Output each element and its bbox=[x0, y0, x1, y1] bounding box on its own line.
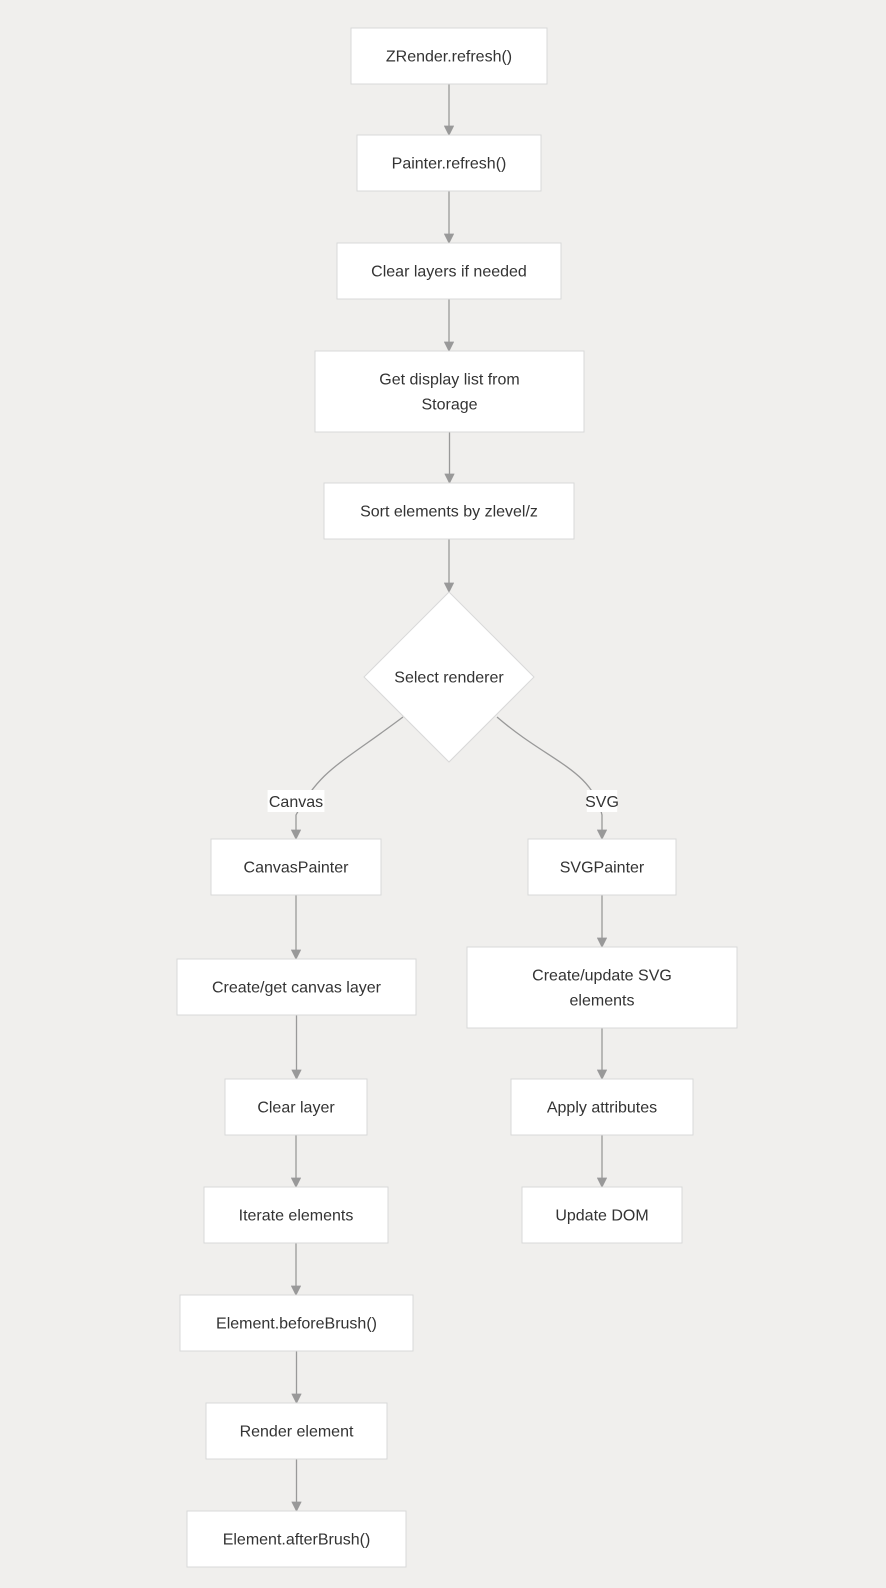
process-box bbox=[356, 134, 542, 192]
edge-label-canvas: Canvas bbox=[267, 790, 325, 812]
process-box bbox=[186, 1510, 407, 1568]
node-label: SVGPainter bbox=[560, 860, 645, 877]
node-label: Get display list from bbox=[379, 372, 519, 389]
process-box bbox=[314, 350, 585, 433]
node-apply-attributes: Apply attributes bbox=[510, 1078, 694, 1136]
node-label: Select renderer bbox=[394, 670, 504, 687]
node-iterate-elements: Iterate elements bbox=[203, 1186, 389, 1244]
node-sort-elements: Sort elements by zlevel/z bbox=[323, 482, 575, 540]
nodes-layer: ZRender.refresh() Painter.refresh() Clear … bbox=[176, 27, 738, 1568]
process-box bbox=[323, 482, 575, 540]
edge-label-background bbox=[586, 790, 618, 812]
node-after-brush: Element.afterBrush() bbox=[186, 1510, 407, 1568]
node-label: Update DOM bbox=[555, 1208, 648, 1225]
node-clear-layers: Clear layers if needed bbox=[336, 242, 562, 300]
node-create-canvas-layer: Create/get canvas layer bbox=[176, 958, 417, 1016]
process-box bbox=[205, 1402, 388, 1460]
process-box bbox=[179, 1294, 414, 1352]
node-label: Create/update SVG bbox=[532, 968, 672, 985]
node-label: Iterate elements bbox=[239, 1208, 354, 1225]
edge-select-renderer-to-svg-painter bbox=[496, 716, 608, 841]
edge-select-renderer-to-canvas-painter bbox=[290, 716, 404, 841]
process-box bbox=[521, 1186, 683, 1244]
edge-labels-layer: Canvas SVG bbox=[267, 790, 619, 812]
node-label: Storage bbox=[421, 397, 477, 414]
edge-label-background bbox=[267, 790, 325, 812]
node-before-brush: Element.beforeBrush() bbox=[179, 1294, 414, 1352]
edge-label-svg: SVG bbox=[585, 790, 619, 812]
node-svg-painter: SVGPainter bbox=[527, 838, 677, 896]
node-label: Clear layers if needed bbox=[371, 264, 527, 281]
edges-layer bbox=[290, 84, 608, 1513]
node-render-element: Render element bbox=[205, 1402, 388, 1460]
node-zrender-refresh: ZRender.refresh() bbox=[350, 27, 548, 85]
node-label: elements bbox=[570, 993, 635, 1010]
node-painter-refresh: Painter.refresh() bbox=[356, 134, 542, 192]
node-label: Painter.refresh() bbox=[392, 156, 507, 173]
process-box bbox=[224, 1078, 368, 1136]
node-create-svg-elements: Create/update SVG elements bbox=[466, 946, 738, 1029]
node-label: Element.beforeBrush() bbox=[216, 1316, 377, 1333]
process-box bbox=[336, 242, 562, 300]
decision-diamond bbox=[363, 591, 535, 763]
node-label: Clear layer bbox=[257, 1100, 335, 1117]
node-canvas-painter: CanvasPainter bbox=[210, 838, 382, 896]
process-box bbox=[527, 838, 677, 896]
node-label: Apply attributes bbox=[547, 1100, 657, 1117]
process-box bbox=[203, 1186, 389, 1244]
process-box bbox=[350, 27, 548, 85]
node-label: CanvasPainter bbox=[244, 860, 350, 877]
process-box bbox=[510, 1078, 694, 1136]
edge-label-text: Canvas bbox=[269, 794, 323, 811]
node-label: Create/get canvas layer bbox=[212, 980, 382, 997]
node-clear-layer: Clear layer bbox=[224, 1078, 368, 1136]
process-box bbox=[176, 958, 417, 1016]
node-label: Sort elements by zlevel/z bbox=[360, 504, 538, 521]
process-box bbox=[466, 946, 738, 1029]
node-update-dom: Update DOM bbox=[521, 1186, 683, 1244]
node-select-renderer: Select renderer bbox=[363, 591, 535, 763]
edge-label-text: SVG bbox=[585, 794, 619, 811]
process-box bbox=[210, 838, 382, 896]
node-label: Render element bbox=[240, 1424, 354, 1441]
node-label: ZRender.refresh() bbox=[386, 49, 512, 66]
node-label: Element.afterBrush() bbox=[223, 1532, 371, 1549]
